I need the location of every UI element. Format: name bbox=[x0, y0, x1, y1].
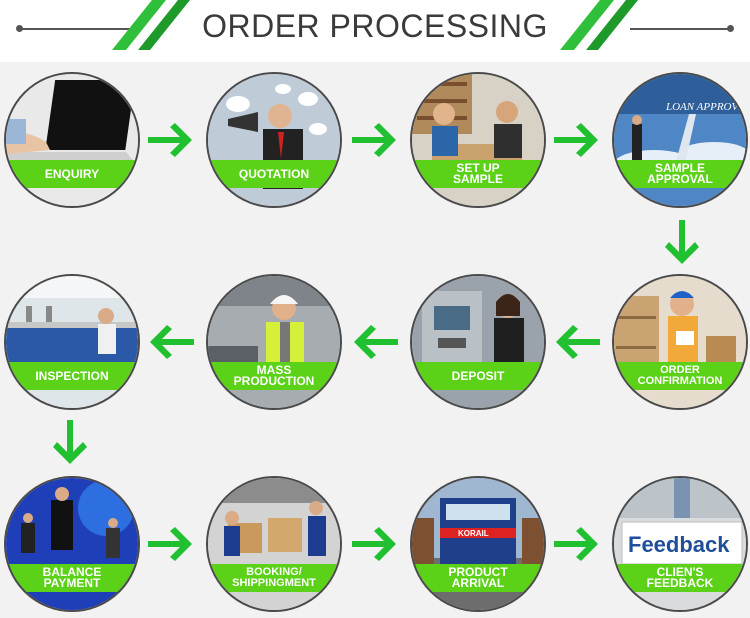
step-enquiry: ENQUIRY bbox=[4, 72, 140, 208]
step-label-band: SET UP SAMPLE bbox=[412, 160, 544, 188]
step-label: ORDER CONFIRMATION bbox=[637, 364, 723, 387]
arrow-right-icon bbox=[352, 527, 396, 561]
arrow-left-icon bbox=[354, 325, 398, 359]
step-circle: QUOTATION bbox=[206, 72, 342, 208]
step-circle: MASS PRODUCTION bbox=[206, 274, 342, 410]
step-circle: ORDER CONFIRMATION bbox=[612, 274, 748, 410]
step-label: INSPECTION bbox=[35, 368, 109, 383]
page-title: ORDER PROCESSING bbox=[202, 8, 548, 44]
step-label-band: ORDER CONFIRMATION bbox=[614, 362, 746, 390]
step-sample-approval: LOAN APPROVED SAMPLE APPROVAL bbox=[612, 72, 748, 208]
header-right-stripes bbox=[560, 0, 638, 50]
header-left-line bbox=[20, 28, 140, 30]
step-circle: SET UP SAMPLE bbox=[410, 72, 546, 208]
step-mass-production: MASS PRODUCTION bbox=[206, 274, 342, 410]
arrow-down-icon bbox=[665, 220, 699, 264]
step-circle: ENQUIRY bbox=[4, 72, 140, 208]
step-label: BALANCE PAYMENT bbox=[42, 565, 102, 590]
step-order-confirmation: ORDER CONFIRMATION bbox=[612, 274, 748, 410]
step-label-band: ENQUIRY bbox=[6, 160, 138, 188]
header-left-stripes bbox=[112, 0, 190, 50]
step-label-band: PRODUCT ARRIVAL bbox=[412, 564, 544, 592]
step-label-band: QUOTATION bbox=[208, 160, 340, 188]
step-circle: Feedback CLIEN'S FEEDBACK bbox=[612, 476, 748, 612]
header-left-dot bbox=[16, 25, 23, 32]
step-label-band: MASS PRODUCTION bbox=[208, 362, 340, 390]
header-right-line bbox=[630, 28, 730, 30]
step-quotation: QUOTATION bbox=[206, 72, 342, 208]
arrow-right-icon bbox=[352, 123, 396, 157]
train-logo-text: KORAIL bbox=[458, 529, 489, 538]
step-circle: BOOKING/ SHIPPINGMENT bbox=[206, 476, 342, 612]
arrow-right-icon bbox=[554, 123, 598, 157]
step-label: PRODUCT ARRIVAL bbox=[448, 565, 508, 590]
step-circle: LOAN APPROVED SAMPLE APPROVAL bbox=[612, 72, 748, 208]
step-clients-feedback: Feedback CLIEN'S FEEDBACK bbox=[612, 476, 748, 612]
step-circle: INSPECTION bbox=[4, 274, 140, 410]
step-circle: BALANCE PAYMENT bbox=[4, 476, 140, 612]
step-label-band: INSPECTION bbox=[6, 362, 138, 390]
step-label: QUOTATION bbox=[238, 166, 310, 181]
arrow-left-icon bbox=[150, 325, 194, 359]
arrow-right-icon bbox=[554, 527, 598, 561]
step-label-band: CLIEN'S FEEDBACK bbox=[614, 564, 746, 592]
step-inspection: INSPECTION bbox=[4, 274, 140, 410]
step-label: SAMPLE APPROVAL bbox=[647, 161, 713, 186]
step-balance-payment: BALANCE PAYMENT bbox=[4, 476, 140, 612]
header-right-dot bbox=[727, 25, 734, 32]
step-label-band: BOOKING/ SHIPPINGMENT bbox=[208, 564, 340, 592]
header: ORDER PROCESSING bbox=[0, 0, 750, 62]
step-circle: DEPOSIT bbox=[410, 274, 546, 410]
step-label: BOOKING/ SHIPPINGMENT bbox=[232, 566, 316, 589]
step-circle: KORAIL PRODUCT ARRIVAL bbox=[410, 476, 546, 612]
step-set-up-sample: SET UP SAMPLE bbox=[410, 72, 546, 208]
step-label: SET UP SAMPLE bbox=[452, 161, 503, 186]
step-label-band: BALANCE PAYMENT bbox=[6, 564, 138, 592]
step-booking-shippingment: BOOKING/ SHIPPINGMENT bbox=[206, 476, 342, 612]
loan-banner-text: LOAN APPROVED bbox=[665, 101, 746, 113]
arrow-right-icon bbox=[148, 123, 192, 157]
step-label: MASS PRODUCTION bbox=[233, 363, 315, 388]
step-product-arrival: KORAIL PRODUCT ARRIVAL bbox=[410, 476, 546, 612]
step-deposit: DEPOSIT bbox=[410, 274, 546, 410]
step-label-band: DEPOSIT bbox=[412, 362, 544, 390]
step-label: CLIEN'S FEEDBACK bbox=[646, 565, 714, 590]
step-label: DEPOSIT bbox=[451, 368, 505, 383]
step-label: ENQUIRY bbox=[44, 166, 100, 181]
feedback-card-text: Feedback bbox=[628, 532, 730, 557]
arrow-down-icon bbox=[53, 420, 87, 464]
arrow-right-icon bbox=[148, 527, 192, 561]
arrow-left-icon bbox=[556, 325, 600, 359]
step-label-band: SAMPLE APPROVAL bbox=[614, 160, 746, 188]
